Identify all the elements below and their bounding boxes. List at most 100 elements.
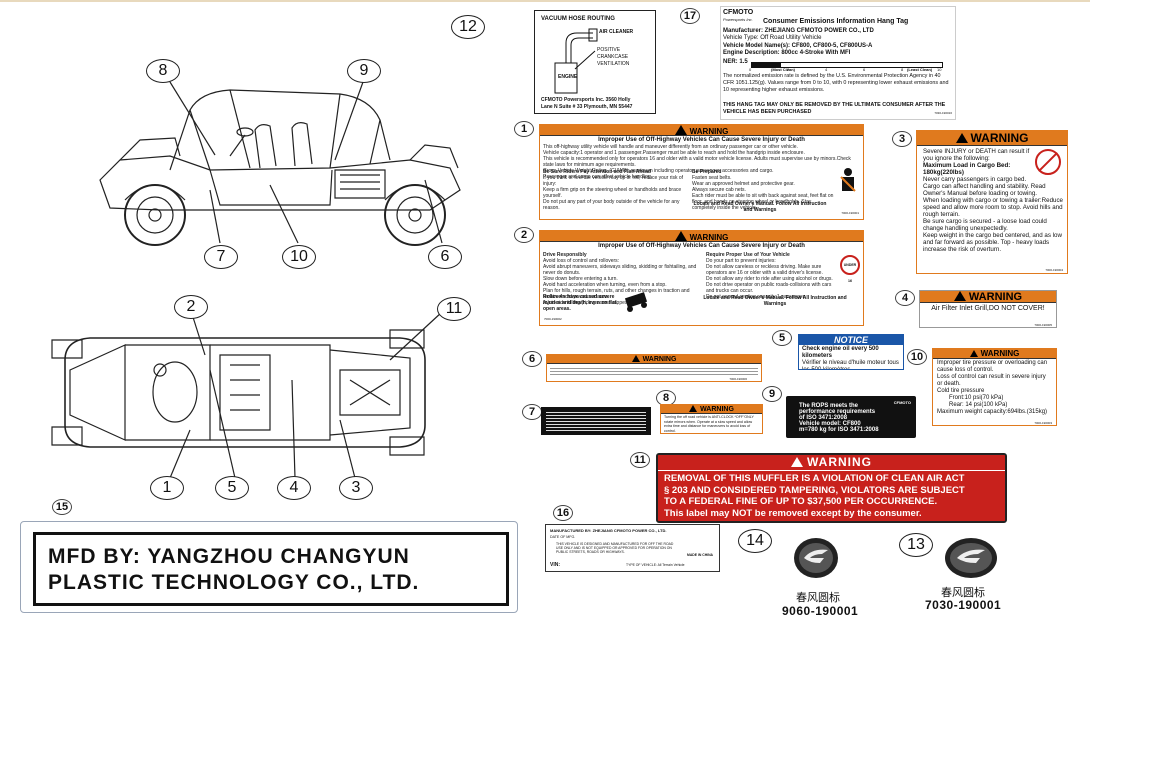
warning-triangle-icon [674,231,687,241]
label-16-manufacturer: MANUFACTURED BY: ZHEJIANG CFMOTO POWER C… [550,528,667,533]
label-2-left-item: Avoid loss of control and rollovers: [543,258,620,264]
under-16-icon: UNDER 16 [840,255,860,283]
label-number-6: 6 [522,351,542,367]
emissions-brand: CFMOTO [723,9,754,16]
emissions-text: The normalized emission rate is defined … [723,73,949,93]
label-2-part: 7000-190002 [544,317,562,321]
emissions-manufacturer: Manufacturer: ZHEJIANG CFMOTO POWER CO.,… [723,28,874,34]
emissions-ner: NER: 1.5 [723,59,748,65]
ner-scale-bar [751,62,943,68]
callout-10: 10 [282,245,316,269]
label-number-2: 2 [514,227,534,243]
label-3-line: Maximum Load in Cargo Bed: 180kg(220lbs) [923,162,1011,176]
rollover-pictogram-icon [624,292,648,312]
ner-scale-8: 8 [901,67,904,72]
label-9-mass: m=780 kg for ISO 3471:2008 [799,427,879,433]
label-9-brand: CFMOTO [893,400,911,405]
label-10-line: Front:10 psi(70 kPa) [949,395,1004,401]
vehicle-top-view [30,300,450,480]
label-10-header: WARNING [980,349,1020,358]
label-2-left-item: Plan for hills, rough terrain, ruts, and… [543,288,690,300]
label-3-line: Keep weight in the cargo bed centered, a… [923,232,1062,253]
label-9-line: The ROPS meets the [799,403,859,409]
warning-label-8: WARNING Turning the off road vehicle is … [660,404,763,434]
callout-5: 5 [215,476,249,500]
ner-scale-left: (Most Clean) [771,67,795,72]
callout-9: 9 [347,59,381,83]
ner-scale-4: 4 [825,67,828,72]
label-1-left-item: Do not put any part of your body outside… [543,199,680,211]
ner-scale-0: 0 [749,67,752,72]
callout-13: 13 [899,533,933,557]
label-1-right-heading: Be Prepared [692,169,722,175]
label-number-1: 1 [514,121,534,137]
vacuum-footer-1: CFMOTO Powersports Inc. 3560 Holly [541,97,631,103]
label-1-bullet: This vehicle is recommended only for ope… [543,156,851,168]
label-4-part: 7000-190005 [1034,323,1052,327]
label-number-3: 3 [892,131,912,147]
label-1-right-item: Always secure cab nets. [692,187,746,193]
warning-triangle-icon [955,133,968,143]
label-2-title: Improper Use of Off-Highway Vehicles Can… [598,243,805,249]
warning-triangle-icon [674,125,687,135]
warning-label-6: WARNING 7000-190006 [546,354,762,382]
label-1-right-item: Fasten seat belts. [692,175,732,181]
vehicle-side-view [80,60,480,250]
warning-triangle-icon [631,355,640,362]
emissions-engine: Engine Description: 800cc 4-Stroke With … [723,50,851,56]
cfmoto-emblem-13-icon [945,538,997,578]
label-4-header: WARNING [968,291,1023,303]
emissions-model: Vehicle Model Name(s): CF800, CF800-5, C… [723,43,873,49]
emissions-hang-tag: CFMOTO Powersports Inc. Consumer Emissio… [720,6,956,120]
air-cleaner-text: AIR CLEANER [599,29,634,35]
label-1-bullet: Vehicle capacity:1 operator and 1 passen… [543,150,805,156]
warning-label-10: WARNING Improper tire pressure or overlo… [932,348,1057,426]
callout-17: 17 [680,8,700,24]
label-11-line: REMOVAL OF THIS MUFFLER IS A VIOLATION O… [664,473,965,484]
emblem-14-part: 9060-190001 [782,604,859,618]
label-2-left-heading: Drive Responsibly [543,252,587,258]
label-1-left-heading: Be Sure Riders Pay Attention and Plan Ah… [543,169,651,175]
vacuum-footer-2: Lane N Suite # 33 Plymouth, MN 55447 [541,104,633,110]
label-10-line: Maximum weight capacity:694lbs.(315kg) [937,409,1048,415]
label-11-line: § 203 AND CONSIDERED TAMPERING, VIOLATOR… [664,484,965,496]
label-11-body: REMOVAL OF THIS MUFFLER IS A VIOLATION O… [658,471,1005,521]
callout-6: 6 [428,245,462,269]
label-3-line: Severe INJURY or DEATH can result if you… [923,148,1030,162]
label-11-line: TO A FEDERAL FINE OF UP TO $37,500 PER O… [664,496,938,507]
label-1-bullet: Passenger and cargo can affect vehicle h… [543,174,653,180]
callout-8: 8 [146,59,180,83]
pcv-text: POSITIVE CRANKCASE VENTILATION [597,47,630,67]
label-1-intro: This off-highway utility vehicle will ha… [543,144,798,150]
label-4-text: Air Filter Inlet Grill,DO NOT COVER! [931,305,1045,312]
label-15-line2: PLASTIC TECHNOLOGY CO., LTD. [48,571,420,594]
label-2-left-item: Avoid hard acceleration when turning, ev… [543,282,667,288]
label-number-4: 4 [895,290,915,306]
emblem-13-part: 7030-190001 [925,598,1002,612]
label-5-text-en: Check engine oil every 500 kilometers [802,346,879,359]
label-9-line: performance requirements [799,409,876,415]
label-10-line: Rear: 14 psi(100 kPa) [949,402,1008,408]
notice-label-5: NOTICE Check engine oil every 500 kilome… [798,334,904,370]
label-8-header: WARNING [700,406,734,413]
label-1-title: Improper Use of Off-Highway Vehicles Can… [598,137,805,143]
label-7-fine-print [546,410,646,432]
vacuum-diagram [535,11,655,113]
label-3-line: When loading with cargo or towing a trai… [923,197,1063,218]
ner-scale-2: 2 [787,67,790,72]
label-10-line: Improper tire pressure or overloading ca… [937,360,1048,373]
label-5-header: NOTICE [799,335,903,345]
label-1-locate: Locate and Read Owner's Manual. Follow A… [693,201,827,213]
label-2-left-item: Avoid abrupt maneuvers, sideways sliding… [543,264,697,276]
callout-3: 3 [339,476,373,500]
label-1-right-item: Wear an approved helmet and protective g… [692,181,795,187]
label-10-line: Cold tire pressure [937,388,985,394]
label-6-part: 7000-190006 [729,377,747,381]
label-16-date: DATE OF MFG. [550,535,576,539]
label-3-line: Be sure cargo is secured - a loose load … [923,218,1047,232]
label-10-line: Loss of control can result in severe inj… [937,374,1046,387]
warning-label-4: WARNING Air Filter Inlet Grill,DO NOT CO… [919,290,1057,328]
emblem-13-cn: 春风圆标 [941,586,985,599]
cfmoto-emblem-14-icon [794,538,838,578]
label-11-header: WARNING [807,455,872,469]
